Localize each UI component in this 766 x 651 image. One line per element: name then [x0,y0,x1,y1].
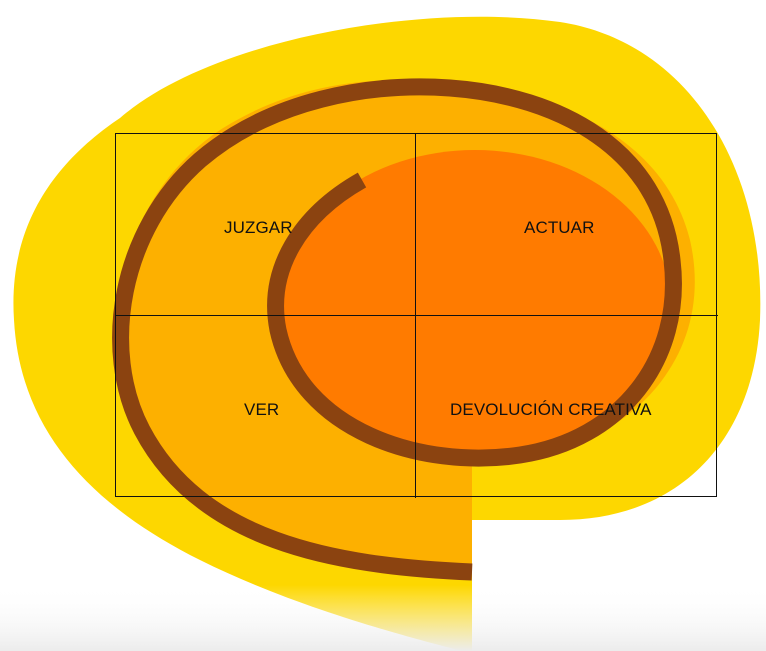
quadrant-label-ver: VER [244,400,280,419]
quadrant-label-juzgar: JUZGAR [224,218,293,237]
quadrant-top-right: ACTUAR [416,134,718,316]
inner-orange-circle [279,150,671,460]
brown-spiral-line [112,78,682,581]
quadrant-bottom-left: VER [116,316,416,498]
bottom-fade-band [0,585,766,651]
quadrant-label-devolucion-creativa: DEVOLUCIÓN CREATIVA [450,400,652,419]
quadrant-grid: JUZGAR ACTUAR VER DEVOLUCIÓN CREATIVA [115,133,718,498]
quadrant-top-left: JUZGAR [116,134,416,316]
quadrant-bottom-right: DEVOLUCIÓN CREATIVA [416,316,718,498]
quadrant-label-actuar: ACTUAR [524,218,595,237]
